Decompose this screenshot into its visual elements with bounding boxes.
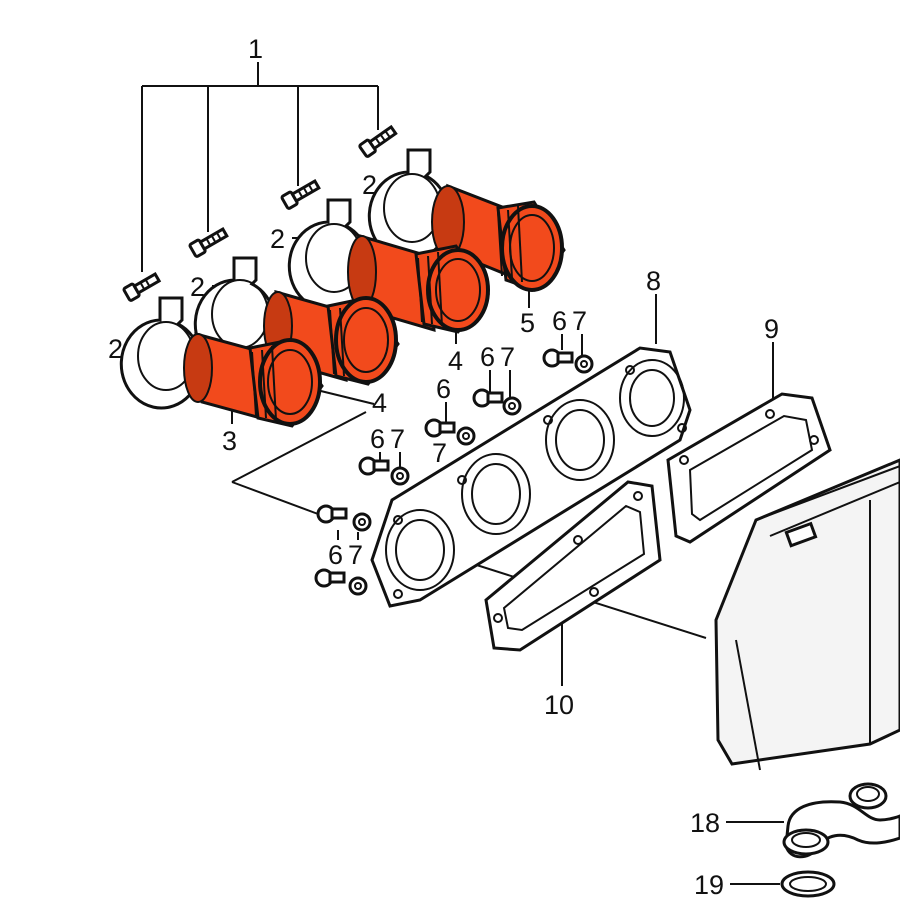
callout-6: 6 (370, 424, 385, 454)
callout-2: 2 (362, 170, 377, 200)
intake-assembly-4 (367, 148, 566, 292)
callout-7: 7 (348, 540, 363, 570)
intake-assembly-1 (119, 296, 324, 428)
bolt-group (122, 124, 398, 302)
callout-7: 7 (432, 438, 447, 468)
bolt (280, 178, 321, 210)
nut-7 (456, 426, 476, 446)
gasket-plate-8 (370, 346, 692, 608)
bolt-6 (542, 348, 574, 368)
callout-3: 3 (222, 426, 237, 456)
nut-7 (574, 354, 594, 374)
callout-7: 7 (390, 424, 405, 454)
callout-8: 8 (646, 266, 661, 296)
callout-1: 1 (248, 34, 263, 64)
callout-4: 4 (372, 388, 387, 418)
callout-10: 10 (544, 690, 574, 720)
bolt-6 (472, 388, 504, 408)
callout-2: 2 (270, 224, 285, 254)
callout-2: 2 (108, 334, 123, 364)
o-ring-19 (780, 870, 836, 898)
callout-7: 7 (500, 342, 515, 372)
air-box-housing (714, 458, 900, 771)
bolt (188, 226, 229, 258)
fastener-pairs (314, 348, 594, 596)
callout-9: 9 (764, 314, 779, 344)
gasket-frame-10 (484, 480, 662, 652)
callout-18: 18 (690, 808, 720, 838)
callout-7: 7 (572, 306, 587, 336)
drain-tube-18 (782, 782, 900, 859)
bolt (358, 124, 398, 158)
nut-7 (502, 396, 522, 416)
callout-2: 2 (190, 272, 205, 302)
callout-6: 6 (436, 374, 451, 404)
gasket-frame-9 (666, 392, 832, 544)
callout-4: 4 (448, 346, 463, 376)
bolt-6 (424, 418, 456, 438)
intake-boot-face (334, 296, 398, 384)
callout-6: 6 (328, 540, 343, 570)
bolt-6 (358, 456, 390, 476)
nut-7 (352, 512, 372, 532)
callout-6: 6 (552, 306, 567, 336)
nut-7 (390, 466, 410, 486)
callout-5: 5 (520, 308, 535, 338)
bolt-6 (314, 568, 346, 588)
bolt (122, 271, 162, 302)
callout-labels: 1 2 2 2 2 3 4 4 5 6 7 6 7 6 7 6 7 6 7 8 … (108, 34, 779, 900)
intake-assembly-3 (287, 198, 490, 334)
nut-7 (348, 576, 368, 596)
callout-6: 6 (480, 342, 495, 372)
intake-boot-face (426, 248, 490, 332)
callout-19: 19 (694, 870, 724, 900)
bolt-6 (316, 504, 348, 524)
intake-boot-face (500, 204, 564, 292)
